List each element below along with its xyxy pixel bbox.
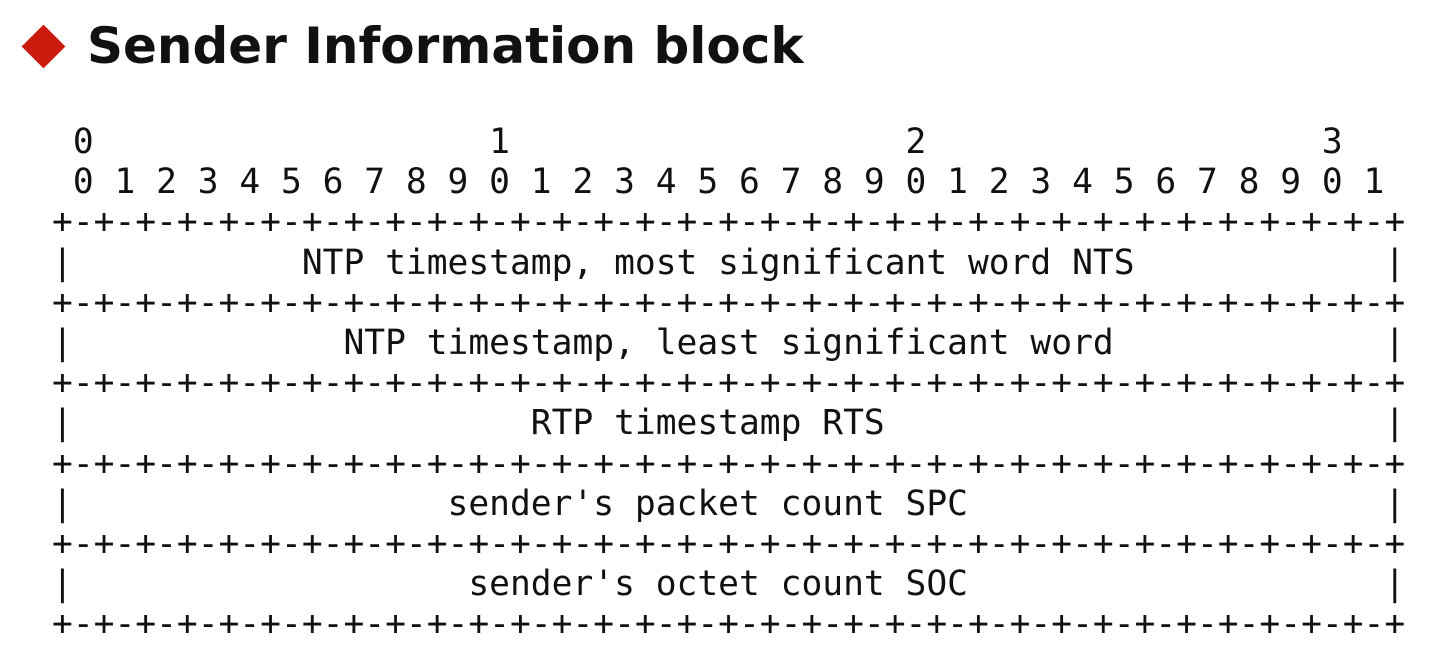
separator-row: +-+-+-+-+-+-+-+-+-+-+-+-+-+-+-+-+-+-+-+-… [52,202,1406,243]
packet-diagram: 0 1 2 3 0 1 2 3 4 5 6 7 8 9 0 1 2 3 4 5 … [52,122,1405,644]
field-ntp-msw: | NTP timestamp, most significant word N… [52,242,1406,283]
title-row: Sender Information block [21,6,804,86]
bit-units-row: 0 1 2 3 4 5 6 7 8 9 0 1 2 3 4 5 6 7 8 9 … [52,162,1385,203]
separator-row: +-+-+-+-+-+-+-+-+-+-+-+-+-+-+-+-+-+-+-+-… [52,363,1406,404]
separator-row: +-+-+-+-+-+-+-+-+-+-+-+-+-+-+-+-+-+-+-+-… [52,523,1406,564]
field-ntp-lsw: | NTP timestamp, least significant word … [52,322,1406,363]
bit-tens-row: 0 1 2 3 [52,122,1343,162]
diamond-bullet-icon [21,24,66,68]
field-packet-count: | sender's packet count SPC | [52,483,1406,524]
slide-title: Sender Information block [87,17,804,75]
separator-row: +-+-+-+-+-+-+-+-+-+-+-+-+-+-+-+-+-+-+-+-… [52,443,1406,484]
field-octet-count: | sender's octet count SOC | [52,564,1406,605]
separator-row: +-+-+-+-+-+-+-+-+-+-+-+-+-+-+-+-+-+-+-+-… [52,282,1406,323]
separator-row: +-+-+-+-+-+-+-+-+-+-+-+-+-+-+-+-+-+-+-+-… [52,604,1406,645]
field-rtp-timestamp: | RTP timestamp RTS | [52,403,1406,444]
